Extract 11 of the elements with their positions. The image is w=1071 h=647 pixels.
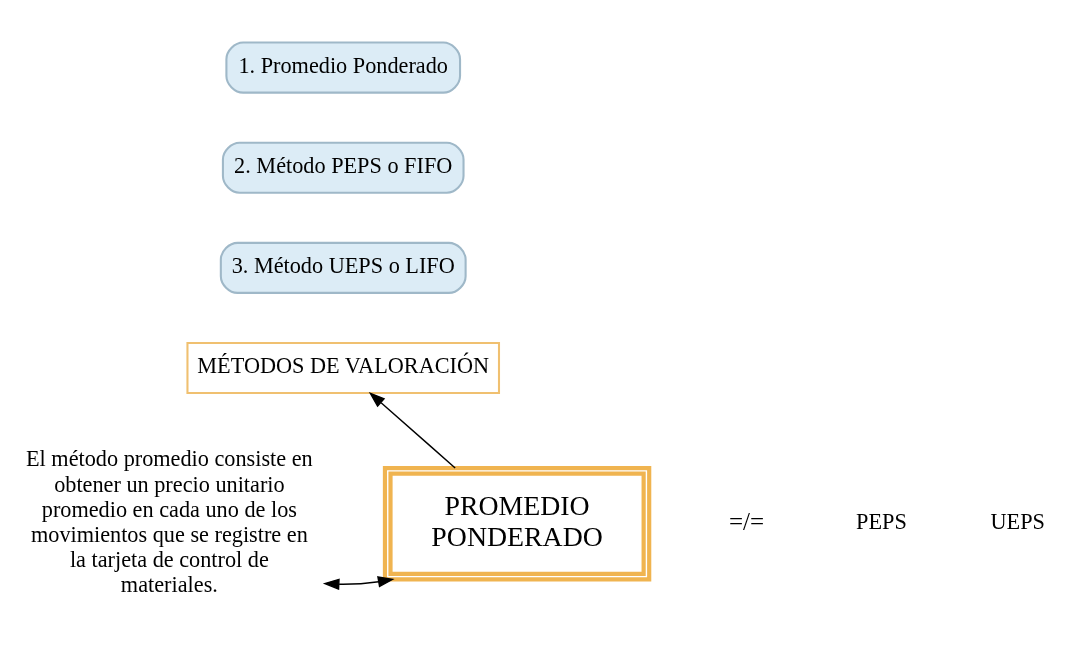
label: PEPS (856, 509, 907, 535)
arrow (368, 391, 456, 469)
arrow (322, 576, 395, 591)
node-text: El método promedio consiste en obtener un precio unitario promedio en cada uno de los movimientos que se registre en la tarjeta de control de materiales. (26, 446, 313, 597)
node-box: MÉTODOS DE VALORACIÓN (186, 341, 501, 395)
node-box: 3. Método UEPS o LIFO (219, 241, 467, 294)
node-box: 2. Método PEPS o FIFO (221, 141, 465, 194)
node-box: 1. Promedio Ponderado (225, 41, 462, 94)
label: UEPS (990, 509, 1045, 535)
node-box: PROMEDIO PONDERADO (382, 466, 652, 582)
label: =/= (728, 507, 765, 535)
